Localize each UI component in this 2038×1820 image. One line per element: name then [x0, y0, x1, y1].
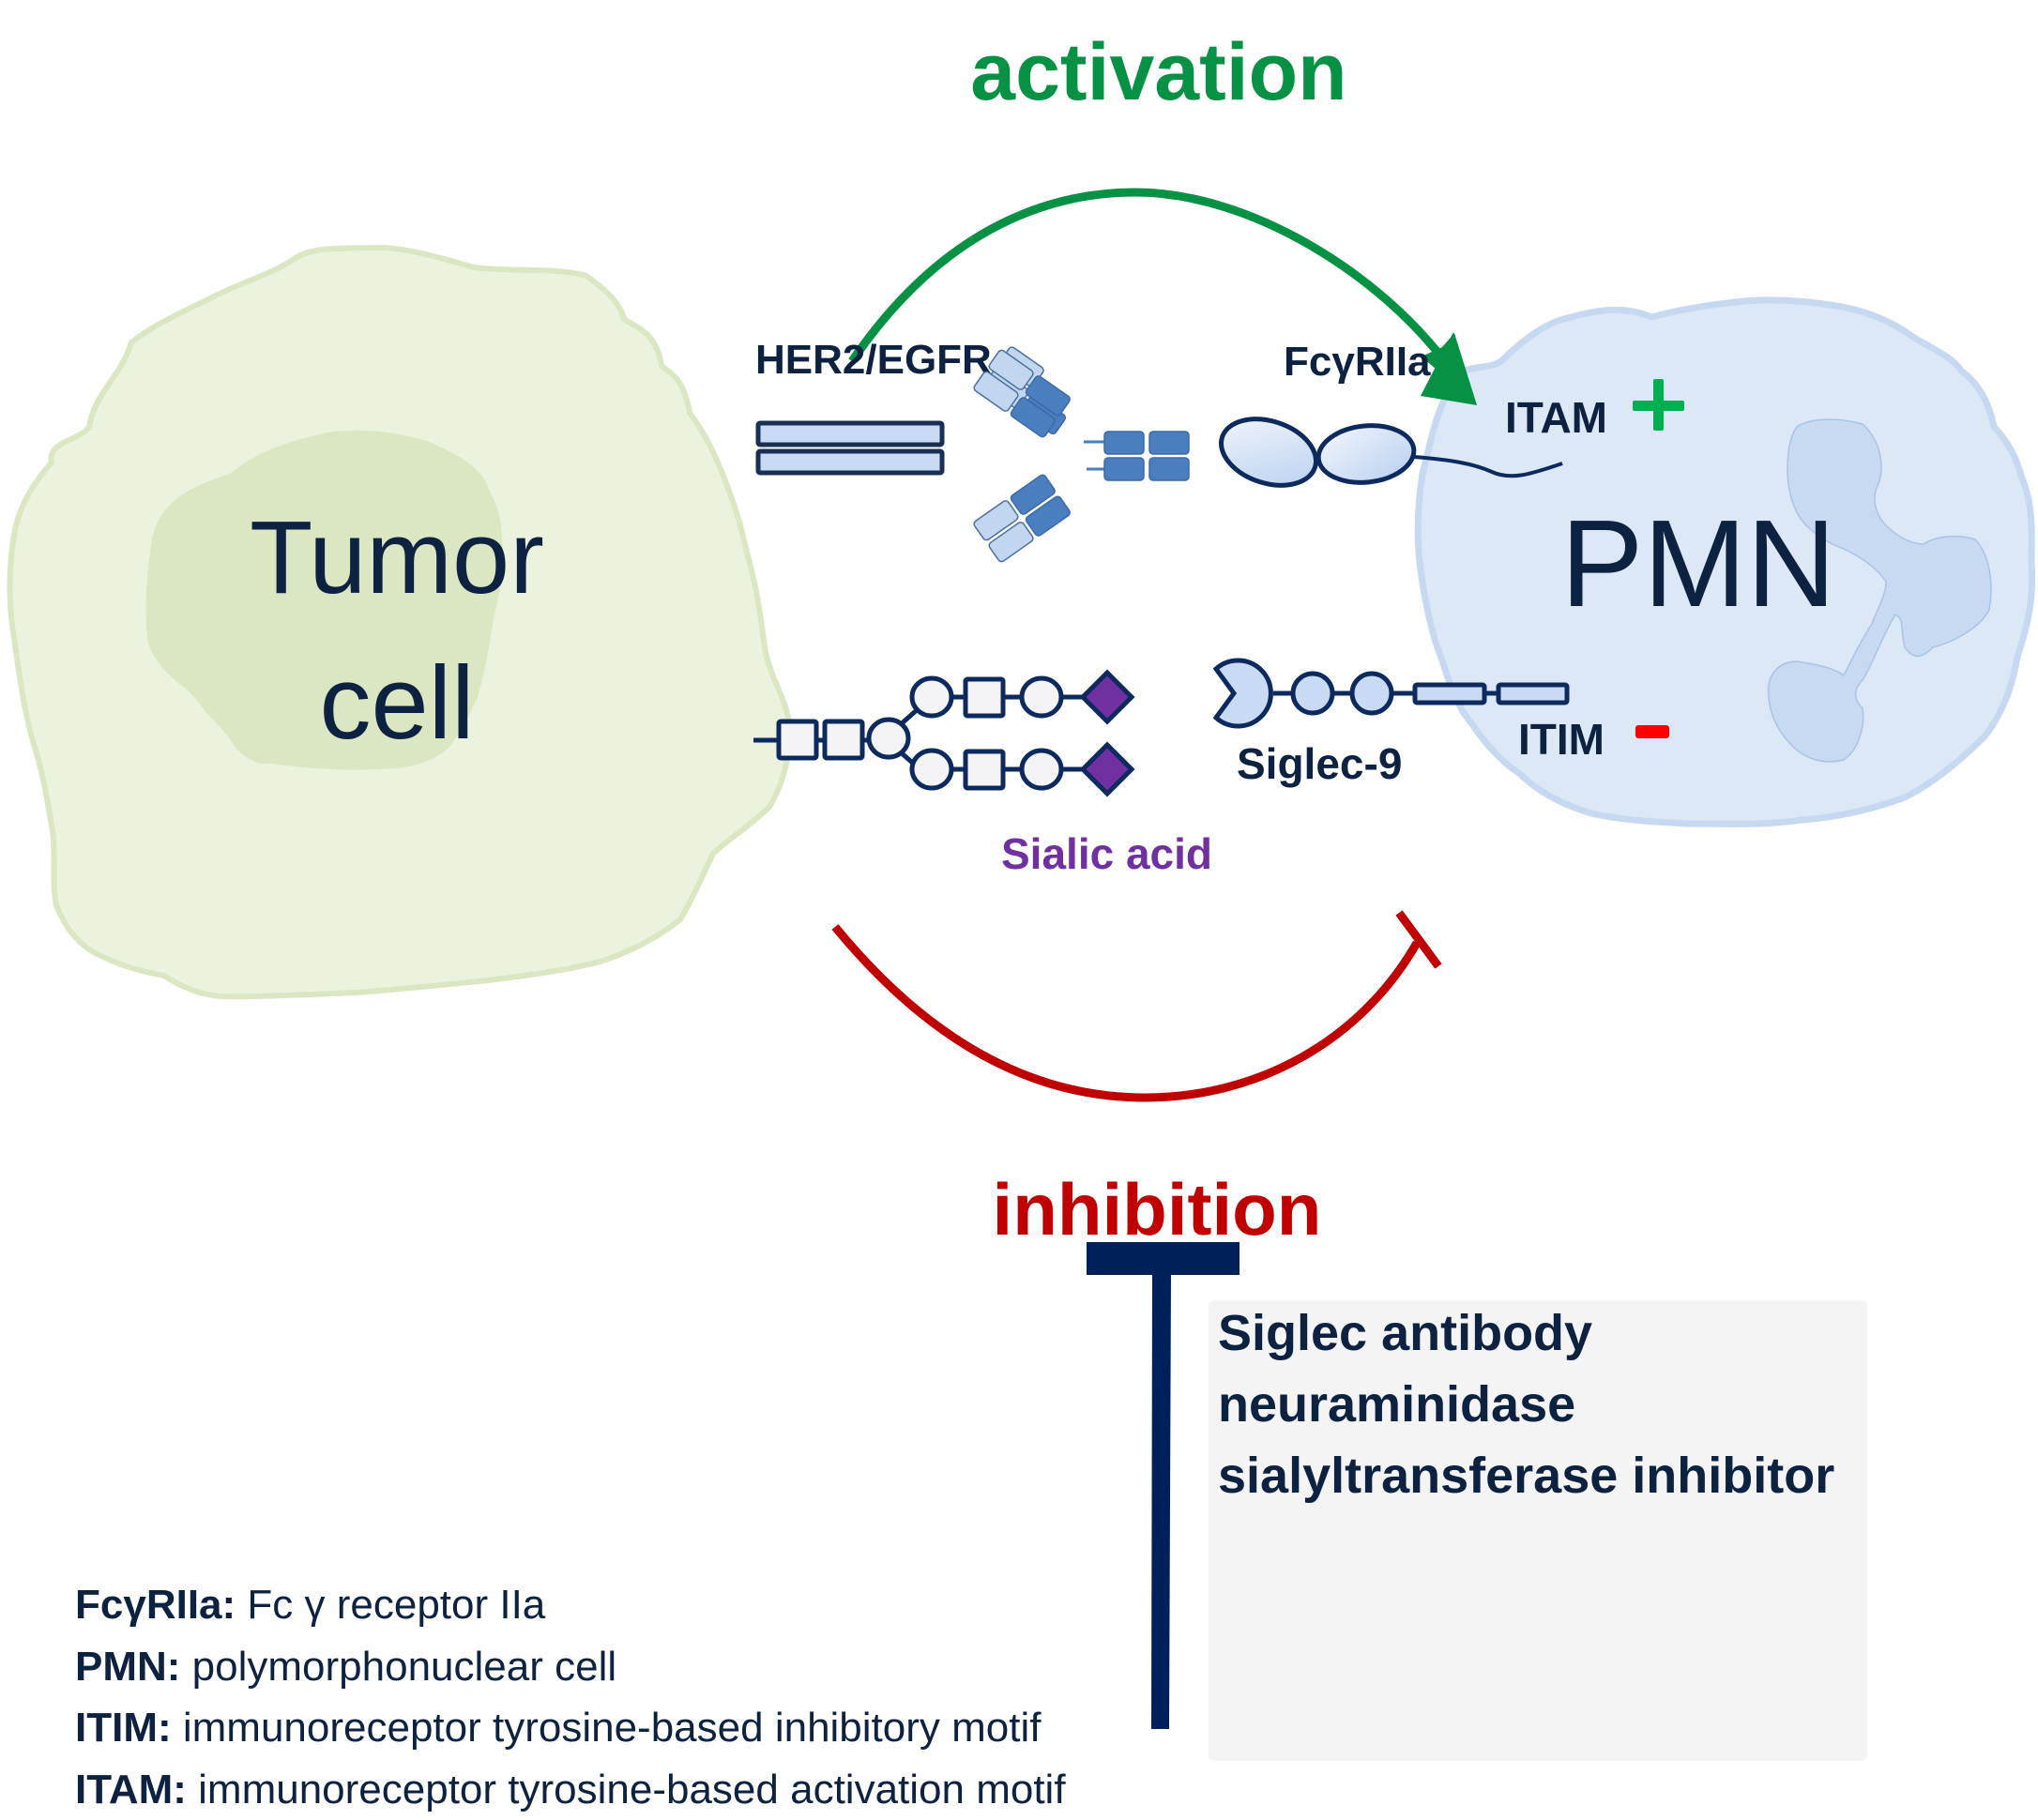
antibody-fab-lower [973, 474, 1072, 563]
legend-definition: immunoreceptor tyrosine-based activation… [187, 1767, 1066, 1812]
siglec9-lectin-domain [1216, 660, 1270, 726]
itim-label: ITIM [1518, 715, 1605, 764]
therapy-list: Siglec antibody neuraminidase sialyltran… [1218, 1295, 1834, 1511]
legend-item: ITAM: immunoreceptor tyrosine-based acti… [75, 1759, 1066, 1820]
her2-egfr-receptor: HER2/EGFR [755, 337, 992, 473]
plus-icon-vertical [1653, 379, 1664, 431]
her2-egfr-label: HER2/EGFR [755, 337, 992, 383]
legend-item: FcγRIIa: Fc γ receptor IIa [75, 1574, 1066, 1636]
sialic-acid-diamond-icon [1083, 745, 1132, 794]
legend-term: FcγRIIa: [75, 1582, 236, 1628]
siglec9-cyto-segment [1498, 685, 1567, 703]
tumor-cell: Tumor cell [9, 248, 789, 996]
sialic-acid-label: Sialic acid [1001, 829, 1212, 878]
legend-item: ITIM: immunoreceptor tyrosine-based inhi… [75, 1697, 1066, 1759]
inhibition-label: inhibition [993, 1168, 1322, 1251]
legend-item: PMN: polymorphonuclear cell [75, 1636, 1066, 1698]
siglec9-label: Siglec-9 [1237, 739, 1402, 788]
legend-definition: Fc γ receptor IIa [236, 1582, 545, 1628]
activation-label: activation [970, 27, 1346, 117]
therapy-item: Siglec antibody [1218, 1297, 1834, 1369]
glycan-circle [912, 751, 951, 788]
glycan-circle [912, 678, 951, 716]
siglec9-ig-domain [1293, 674, 1332, 713]
sialic-acid-diamond-icon [1083, 673, 1132, 721]
her2-egfr-bar-bottom [758, 451, 942, 473]
siglec9-tm-segment [1415, 685, 1484, 703]
legend-definition: immunoreceptor tyrosine-based inhibitory… [172, 1705, 1042, 1751]
legend-term: PMN: [75, 1644, 180, 1690]
inhibition-arrow: inhibition [835, 913, 1438, 1251]
siglec9-ig-domain [1352, 674, 1392, 713]
glycan-square [966, 751, 1003, 788]
glycan-square [966, 679, 1003, 716]
tumor-label-line1: Tumor [250, 500, 544, 615]
tumor-label-line2: cell [319, 645, 474, 761]
pmn-label: PMN [1560, 494, 1835, 632]
glycan-circle [1022, 678, 1061, 716]
itam-label: ITAM [1505, 393, 1607, 442]
fcgr-domain-1 [1212, 408, 1324, 497]
inhibition-arc [835, 927, 1417, 1098]
her2-egfr-bar-top [758, 423, 942, 445]
glycan-square [825, 721, 862, 758]
sialylated-glycan [753, 673, 1132, 794]
pmn-cell: PMN [1418, 300, 2031, 824]
legend-term: ITAM: [75, 1767, 187, 1812]
glycan-circle [1022, 751, 1061, 788]
fcgr-label: FcγRIIa [1284, 339, 1431, 385]
therapy-item: neuraminidase [1218, 1369, 1834, 1440]
fcgr-domain-2 [1316, 421, 1417, 487]
abbreviation-legend: FcγRIIa: Fc γ receptor IIa PMN: polymorp… [75, 1574, 1066, 1820]
glycan-square [779, 721, 816, 758]
antibody-fc-block [1149, 432, 1189, 454]
legend-term: ITIM: [75, 1705, 172, 1751]
antibody-fc-block [1149, 458, 1189, 480]
legend-definition: polymorphonuclear cell [180, 1644, 616, 1690]
therapy-item: sialyltransferase inhibitor [1218, 1440, 1834, 1511]
antibody-fc-block [1104, 458, 1144, 480]
minus-icon [1635, 725, 1669, 738]
glycan-circle [869, 720, 908, 757]
antibody-icon [973, 346, 1189, 564]
antibody-fc-block [1104, 432, 1144, 454]
